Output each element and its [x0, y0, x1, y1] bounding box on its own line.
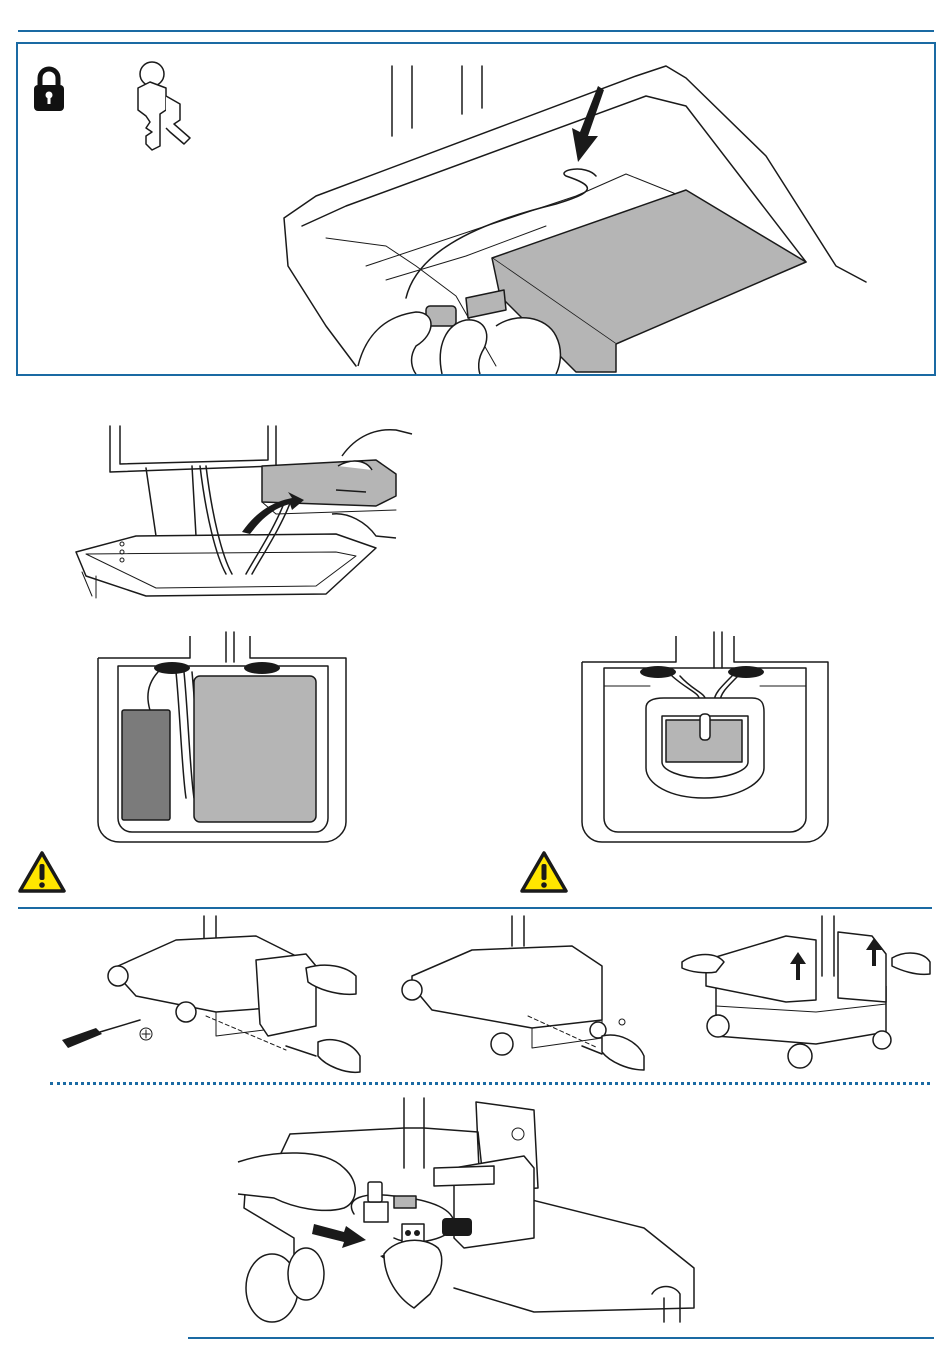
- warning-triangle-icon: [18, 850, 66, 894]
- section-rule: [18, 907, 932, 909]
- remove-side-screw-illustration: [392, 916, 652, 1076]
- battery-bay-with-battery-view: [90, 632, 350, 848]
- connect-power-cables-illustration: [234, 1098, 714, 1328]
- cart-lift-battery-illustration: [76, 426, 416, 602]
- cart-cable-lock-illustration: [266, 66, 886, 374]
- keys-icon: [130, 58, 200, 154]
- battery-bay-connector-view: [580, 632, 840, 848]
- remove-screws-illustration: [56, 916, 366, 1076]
- top-rule: [18, 30, 934, 32]
- figure-panel-unlock: [16, 42, 936, 376]
- padlock-icon: [32, 66, 66, 112]
- warning-triangle-icon: [520, 850, 568, 894]
- lift-cover-illustration: [676, 916, 936, 1076]
- dotted-separator: [50, 1082, 930, 1085]
- bottom-rule: [188, 1337, 934, 1339]
